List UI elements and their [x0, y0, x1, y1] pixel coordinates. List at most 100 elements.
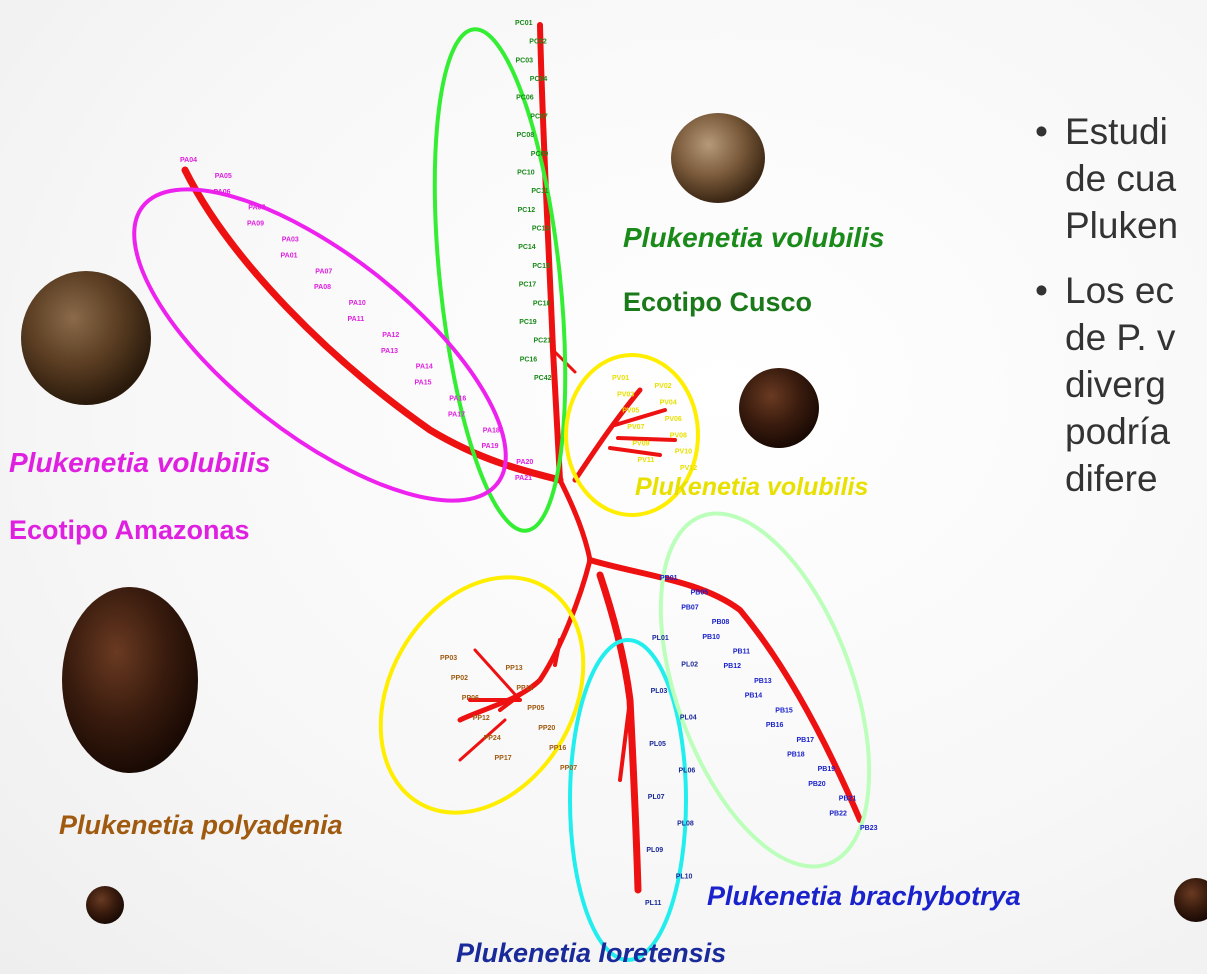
- seed-image-polyadenia: [62, 587, 198, 773]
- leaf-label-loretensis: PL05: [649, 741, 666, 748]
- leaf-label-brachybotrya: PB16: [766, 722, 784, 729]
- label-species-cusco: Plukenetia volubilis: [623, 222, 884, 254]
- leaf-label-cusco: PC03: [516, 57, 534, 64]
- leaf-label-amazonas: PA10: [349, 300, 366, 307]
- leaf-label-polyadenia: PP06: [462, 695, 479, 702]
- leaf-label-cusco: PC21: [534, 338, 552, 345]
- bullet-dot: •: [1035, 108, 1048, 155]
- seed-image-polyadenia-small: [86, 886, 124, 924]
- leaf-label-amazonas: PA07: [315, 268, 332, 275]
- leaf-label-cusco: PC15: [532, 263, 550, 270]
- leaf-label-cusco: PC12: [518, 207, 536, 214]
- leaf-label-cusco: PC18: [533, 300, 551, 307]
- leaf-label-cusco: PC19: [519, 319, 537, 326]
- leaf-label-brachybotrya: PB22: [829, 810, 847, 817]
- leaf-label-cusco: PC02: [529, 39, 547, 46]
- bullet-dot: •: [1035, 267, 1048, 314]
- leaf-label-volubilis_y: PV06: [665, 416, 682, 423]
- bullet-text-line: de cua: [1065, 155, 1207, 202]
- leaf-label-brachybotrya: PB18: [787, 752, 805, 759]
- leaf-label-volubilis_y: PV12: [680, 465, 697, 472]
- leaf-label-loretensis: PL01: [652, 635, 669, 642]
- leaf-label-volubilis_y: PV02: [655, 383, 672, 390]
- label-species-volubilis-yellow: Plukenetia volubilis: [635, 473, 868, 502]
- seed-image-volubilis: [739, 368, 819, 448]
- leaf-label-loretensis: PL09: [646, 847, 663, 854]
- leaf-label-amazonas: PA08: [314, 284, 331, 291]
- leaf-label-cusco: PC13: [532, 226, 550, 233]
- seed-image-brachybotrya: [1174, 878, 1207, 922]
- leaf-label-polyadenia: PP20: [538, 725, 555, 732]
- leaf-label-amazonas: PA12: [382, 332, 399, 339]
- bullet-text-line: podría: [1065, 408, 1207, 455]
- leaf-label-brachybotrya: PB10: [702, 634, 720, 641]
- leaf-label-volubilis_y: PV01: [612, 375, 629, 382]
- leaf-label-volubilis_y: PV10: [675, 449, 692, 456]
- leaf-label-amazonas: PA19: [482, 443, 499, 450]
- leaf-label-polyadenia: PP03: [440, 655, 457, 662]
- seed-image-cusco: [671, 113, 765, 203]
- leaf-label-polyadenia: PP24: [484, 735, 501, 742]
- leaf-label-volubilis_y: PV09: [632, 441, 649, 448]
- leaf-label-brachybotrya: PB23: [860, 825, 878, 832]
- leaf-label-brachybotrya: PB07: [681, 604, 699, 611]
- leaf-label-brachybotrya: PB14: [745, 693, 763, 700]
- leaf-label-polyadenia: PP02: [451, 675, 468, 682]
- leaf-label-polyadenia: PP07: [560, 765, 577, 772]
- bullet-list: • Estudi de cua Pluken • Los ec de P. v …: [1035, 108, 1207, 520]
- leaf-label-cusco: PC06: [516, 95, 534, 102]
- bullet-text-line: Pluken: [1065, 202, 1207, 249]
- leaf-label-amazonas: PA16: [449, 396, 466, 403]
- leaf-label-amazonas: PA14: [416, 364, 433, 371]
- label-ecotype-cusco: Ecotipo Cusco: [623, 287, 812, 318]
- leaf-label-polyadenia: PP17: [495, 755, 512, 762]
- leaf-label-loretensis: PL08: [677, 821, 694, 828]
- leaf-label-polyadenia: PP12: [473, 715, 490, 722]
- leaf-label-brachybotrya: PB13: [754, 678, 772, 685]
- leaf-label-cusco: PC01: [515, 20, 533, 27]
- leaf-label-brachybotrya: PB20: [808, 781, 826, 788]
- leaf-label-brachybotrya: PB08: [712, 619, 730, 626]
- leaf-label-cusco: PC14: [518, 244, 536, 251]
- leaf-label-cusco: PC11: [531, 188, 548, 195]
- bullet-item-2: • Los ec de P. v diverg podría difere: [1035, 267, 1207, 502]
- leaf-label-polyadenia: PP05: [527, 705, 544, 712]
- leaf-label-cusco: PC17: [519, 282, 537, 289]
- bullet-item-1: • Estudi de cua Pluken: [1035, 108, 1207, 249]
- label-ecotype-amazonas: Ecotipo Amazonas: [9, 515, 250, 546]
- leaf-label-cusco: PC07: [530, 113, 548, 120]
- label-species-brachybotrya: Plukenetia brachybotrya: [707, 881, 1021, 912]
- leaf-label-brachybotrya: PB17: [797, 737, 815, 744]
- leaf-label-cusco: PC09: [531, 151, 549, 158]
- bullet-text-line: diverg: [1065, 361, 1207, 408]
- leaf-label-loretensis: PL06: [679, 768, 696, 775]
- label-species-polyadenia: Plukenetia polyadenia: [59, 810, 343, 841]
- leaf-label-cusco: PC16: [520, 356, 538, 363]
- leaf-label-amazonas: PA11: [348, 316, 365, 323]
- leaf-label-amazonas: PA06: [214, 189, 231, 196]
- leaf-label-polyadenia: PP13: [506, 665, 523, 672]
- leaf-label-volubilis_y: PV07: [627, 424, 644, 431]
- leaf-label-volubilis_y: PV05: [622, 408, 639, 415]
- leaf-label-loretensis: PL02: [681, 662, 698, 669]
- leaf-label-brachybotrya: PB19: [818, 766, 836, 773]
- leaf-label-cusco: PC04: [530, 76, 548, 83]
- seed-image-amazonas: [21, 271, 151, 405]
- label-species-amazonas: Plukenetia volubilis: [9, 447, 270, 479]
- leaf-label-cusco: PC42: [534, 375, 552, 382]
- leaf-label-amazonas: PA03: [282, 237, 299, 244]
- leaf-label-cusco: PC10: [517, 170, 535, 177]
- bullet-text-line: de P. v: [1065, 314, 1207, 361]
- leaf-label-amazonas: PA05: [215, 173, 232, 180]
- leaf-label-cusco: PC08: [517, 132, 535, 139]
- leaf-label-amazonas: PA13: [381, 348, 398, 355]
- leaf-label-volubilis_y: PV08: [670, 432, 687, 439]
- bullet-text-line: Los ec: [1065, 267, 1207, 314]
- leaf-label-loretensis: PL10: [676, 874, 693, 881]
- leaf-label-amazonas: PA17: [448, 411, 465, 418]
- label-species-loretensis: Plukenetia loretensis: [456, 938, 726, 969]
- leaf-label-amazonas: PA18: [483, 427, 500, 434]
- leaf-label-polyadenia: PP11: [516, 685, 533, 692]
- leaf-label-loretensis: PL11: [645, 900, 661, 907]
- bullet-text-line: difere: [1065, 455, 1207, 502]
